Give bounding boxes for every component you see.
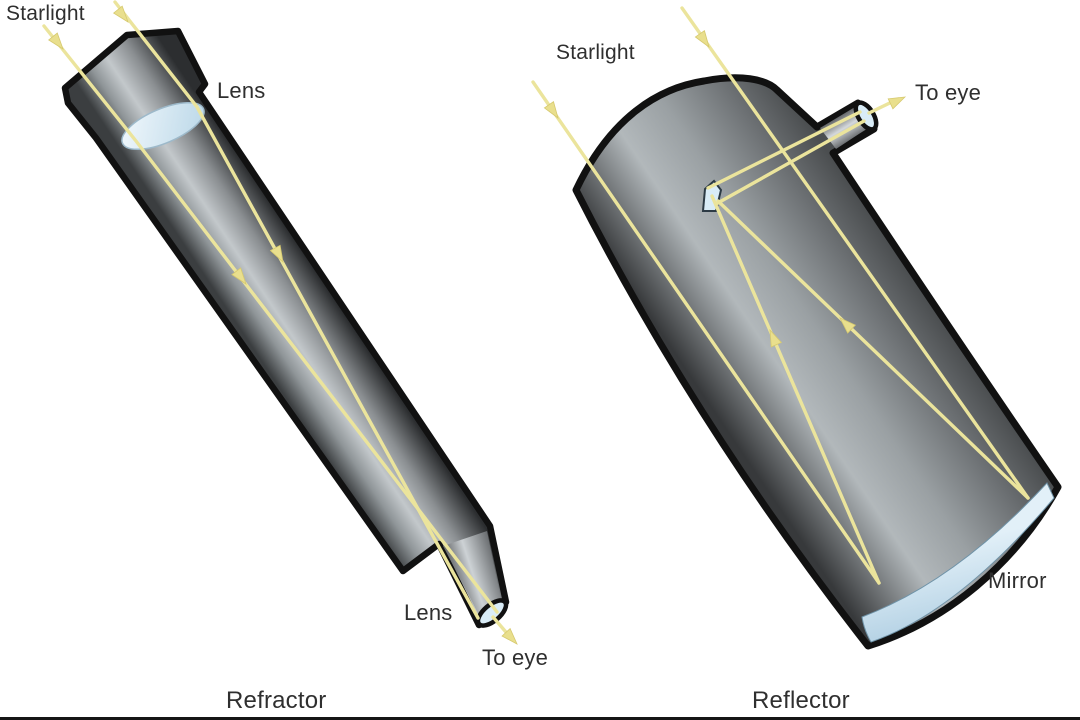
ray-arrowhead — [501, 627, 518, 645]
objective-lens — [121, 102, 205, 150]
ray-arrowhead — [694, 30, 710, 49]
refractor-caption: Refractor — [226, 687, 327, 714]
light-ray-secondary-to-eyepiece-lower — [714, 119, 866, 206]
light-ray-refractor-right — [113, 0, 480, 620]
eyepiece-lens-label: Lens — [404, 600, 453, 625]
light-ray-secondary-to-eyepiece-upper — [706, 110, 862, 190]
refractor-eyepiece-lens — [475, 598, 509, 628]
refractor-eyepiece-tube — [443, 531, 501, 617]
ray-arrowhead — [887, 96, 907, 110]
to-eye-label-reflector: To eye — [915, 80, 982, 105]
refractor-diagram — [42, 0, 518, 645]
reflector-diagram — [531, 6, 1062, 650]
light-ray-reflector-right-in — [680, 6, 1030, 500]
reflector-tube — [572, 74, 1062, 650]
light-ray-refractor-left — [42, 24, 499, 614]
ray-arrowhead — [48, 32, 64, 50]
light-ray-reflector-right-reflected — [716, 199, 1030, 500]
light-ray-reflector-left-reflected — [710, 194, 881, 585]
objective-lens-label: Lens — [217, 78, 266, 103]
to-eye-label-refractor: To eye — [482, 645, 549, 670]
ray-arrowhead — [269, 244, 284, 264]
ray-arrowhead — [231, 267, 247, 285]
ray-arrowhead — [112, 5, 129, 23]
ray-arrowhead — [839, 317, 857, 334]
reflector-caption: Reflector — [752, 687, 850, 714]
ray-arrowhead — [769, 328, 783, 348]
light-ray-reflector-left-in — [531, 80, 881, 585]
starlight-label-refractor: Starlight — [6, 2, 85, 25]
mirror-label: Mirror — [988, 568, 1047, 593]
ray-arrowhead — [543, 101, 559, 120]
primary-mirror — [861, 482, 1055, 643]
bottom-border-line — [0, 717, 1080, 720]
starlight-label-reflector: Starlight — [556, 41, 635, 64]
